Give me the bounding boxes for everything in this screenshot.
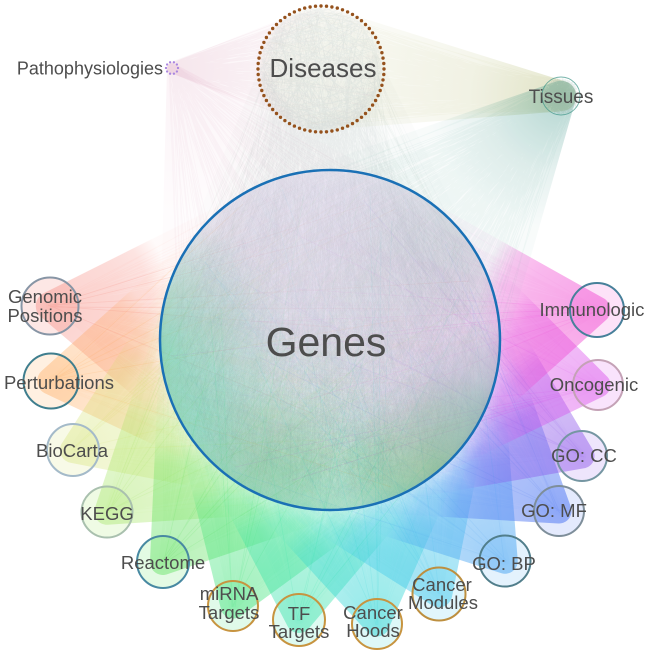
svg-text:BioCarta: BioCarta: [36, 440, 109, 461]
svg-text:TF: TF: [288, 603, 311, 624]
svg-text:Positions: Positions: [7, 305, 82, 326]
svg-text:Oncogenic: Oncogenic: [550, 374, 638, 395]
svg-text:Targets: Targets: [269, 621, 330, 642]
svg-text:Cancer: Cancer: [412, 574, 472, 595]
svg-text:Genomic: Genomic: [8, 286, 82, 307]
svg-text:Genes: Genes: [266, 319, 387, 365]
svg-text:GO: BP: GO: BP: [472, 553, 536, 574]
svg-text:GO: CC: GO: CC: [551, 445, 617, 466]
svg-text:Hoods: Hoods: [346, 620, 399, 641]
svg-text:Diseases: Diseases: [270, 53, 377, 83]
svg-text:KEGG: KEGG: [80, 503, 133, 524]
svg-text:Reactome: Reactome: [121, 552, 205, 573]
svg-text:miRNA: miRNA: [200, 583, 259, 604]
svg-text:Pathophysiologies: Pathophysiologies: [17, 59, 163, 79]
svg-text:Modules: Modules: [408, 592, 478, 613]
svg-text:Immunologic: Immunologic: [540, 299, 645, 320]
svg-text:Tissues: Tissues: [529, 87, 594, 108]
svg-text:GO: MF: GO: MF: [521, 500, 587, 521]
svg-text:Cancer: Cancer: [343, 602, 403, 623]
svg-text:Targets: Targets: [199, 602, 260, 623]
svg-text:Perturbations: Perturbations: [4, 372, 114, 393]
